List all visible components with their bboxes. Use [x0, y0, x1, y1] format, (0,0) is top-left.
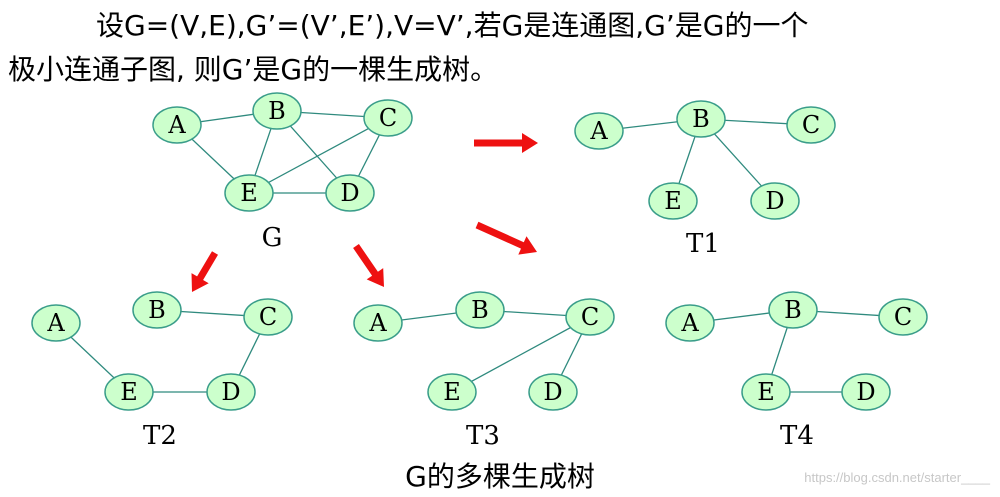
node-t3-D: D — [528, 373, 578, 411]
red-arrow-icon-3 — [191, 251, 218, 292]
node-g-E: E — [224, 174, 274, 212]
node-t2-E-ellipse — [104, 373, 154, 411]
node-t2-D: D — [206, 373, 256, 411]
node-t2-B: B — [132, 291, 182, 329]
diagram-caption: G的多棵生成树 — [405, 460, 595, 493]
graph-label-t2: T2 — [143, 421, 177, 451]
node-t2-A-label: A — [46, 309, 65, 337]
graph-label-t4: T4 — [780, 421, 814, 451]
node-g-E-ellipse — [224, 174, 274, 212]
node-t4-E-label: E — [757, 378, 775, 406]
node-t1-D: D — [750, 182, 800, 220]
node-t4-B-label: B — [784, 296, 802, 324]
red-arrow-icon-1 — [474, 133, 538, 153]
edge-g-C-E — [248, 117, 389, 194]
node-t1-C-label: C — [802, 111, 820, 139]
node-t4-C-ellipse — [878, 298, 928, 336]
intro-line-2: 极小连通子图, 则G’是G的一棵生成树。 — [8, 53, 499, 86]
node-t1-A-ellipse — [574, 112, 624, 150]
node-g-C-ellipse — [363, 99, 413, 137]
node-t4-B: B — [768, 291, 818, 329]
node-t3-B-ellipse — [455, 291, 505, 329]
node-t2-D-ellipse — [206, 373, 256, 411]
node-t1-C-ellipse — [786, 106, 836, 144]
node-g-D-label: D — [340, 179, 359, 207]
graph-label-g: G — [262, 223, 283, 253]
node-t3-A-label: A — [368, 309, 387, 337]
node-t1-B: B — [676, 100, 726, 138]
node-t4-A-label: A — [680, 309, 699, 337]
node-t2-A-ellipse — [31, 304, 81, 342]
node-t1-E: E — [648, 182, 698, 220]
node-t1-A-label: A — [589, 117, 608, 145]
node-t4-E: E — [741, 373, 791, 411]
node-t3-B-label: B — [471, 296, 489, 324]
node-t4-D-label: D — [856, 378, 875, 406]
node-t1-E-ellipse — [648, 182, 698, 220]
node-t4-C-label: C — [894, 303, 912, 331]
red-arrow-icon-2 — [475, 221, 537, 255]
node-t2-C-label: C — [259, 303, 277, 331]
node-t4-C: C — [878, 298, 928, 336]
node-t4-A-ellipse — [665, 304, 715, 342]
node-g-A: A — [152, 106, 202, 144]
node-t2-C-ellipse — [243, 298, 293, 336]
node-t3-E: E — [427, 373, 477, 411]
node-g-B-ellipse — [252, 92, 302, 130]
node-t3-C: C — [565, 298, 615, 336]
intro-text: 设G=(V,E),G’=(V’,E’),V=V’,若G是连通图,G’是G的一个 … — [8, 4, 988, 92]
node-t3-A-ellipse — [353, 304, 403, 342]
node-t3-C-ellipse — [565, 298, 615, 336]
node-t4-D: D — [841, 373, 891, 411]
node-t2-D-label: D — [221, 378, 240, 406]
node-t4-D-ellipse — [841, 373, 891, 411]
node-t4-B-ellipse — [768, 291, 818, 329]
node-t1-B-label: B — [692, 105, 710, 133]
node-g-A-label: A — [167, 111, 186, 139]
node-t2-B-ellipse — [132, 291, 182, 329]
node-g-A-ellipse — [152, 106, 202, 144]
node-g-C-label: C — [379, 104, 397, 132]
node-g-D-ellipse — [325, 174, 375, 212]
node-t3-E-label: E — [443, 378, 461, 406]
node-t3-A: A — [353, 304, 403, 342]
node-t3-B: B — [455, 291, 505, 329]
node-t3-E-ellipse — [427, 373, 477, 411]
node-t2-A: A — [31, 304, 81, 342]
edge-t3-C-E — [451, 316, 591, 393]
node-t4-E-ellipse — [741, 373, 791, 411]
node-t1-D-ellipse — [750, 182, 800, 220]
intro-line-1: 设G=(V,E),G’=(V’,E’),V=V’,若G是连通图,G’是G的一个 — [96, 9, 809, 42]
node-t3-D-ellipse — [528, 373, 578, 411]
node-t3-C-label: C — [581, 303, 599, 331]
node-t1-E-label: E — [664, 187, 682, 215]
red-arrow-icon-4 — [353, 244, 384, 287]
node-t2-E-label: E — [120, 378, 138, 406]
node-t1-B-ellipse — [676, 100, 726, 138]
graph-label-t3: T3 — [466, 421, 500, 451]
node-g-B-label: B — [268, 97, 286, 125]
node-t2-E: E — [104, 373, 154, 411]
node-t1-C: C — [786, 106, 836, 144]
node-g-C: C — [363, 99, 413, 137]
graph-label-t1: T1 — [686, 229, 720, 259]
node-t2-B-label: B — [148, 296, 166, 324]
node-g-B: B — [252, 92, 302, 130]
node-g-D: D — [325, 174, 375, 212]
node-t1-A: A — [574, 112, 624, 150]
node-t2-C: C — [243, 298, 293, 336]
watermark: https://blog.csdn.net/starter____ — [804, 470, 990, 485]
node-t1-D-label: D — [765, 187, 784, 215]
node-g-E-label: E — [240, 179, 258, 207]
node-t3-D-label: D — [543, 378, 562, 406]
node-t4-A: A — [665, 304, 715, 342]
